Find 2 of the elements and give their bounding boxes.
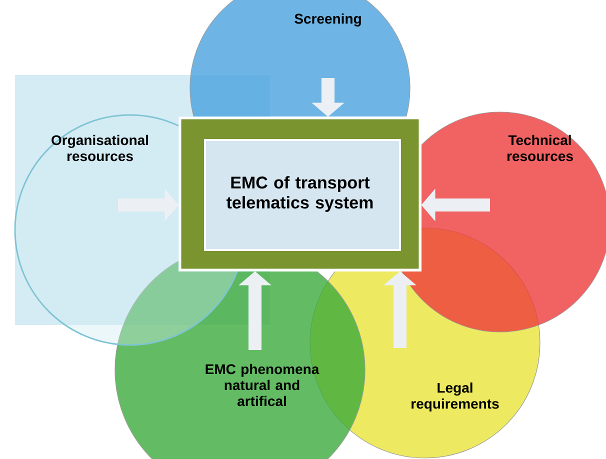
circle-node: Screening [190,0,410,116]
framed-box: EMC of transport telematics system [178,116,422,272]
